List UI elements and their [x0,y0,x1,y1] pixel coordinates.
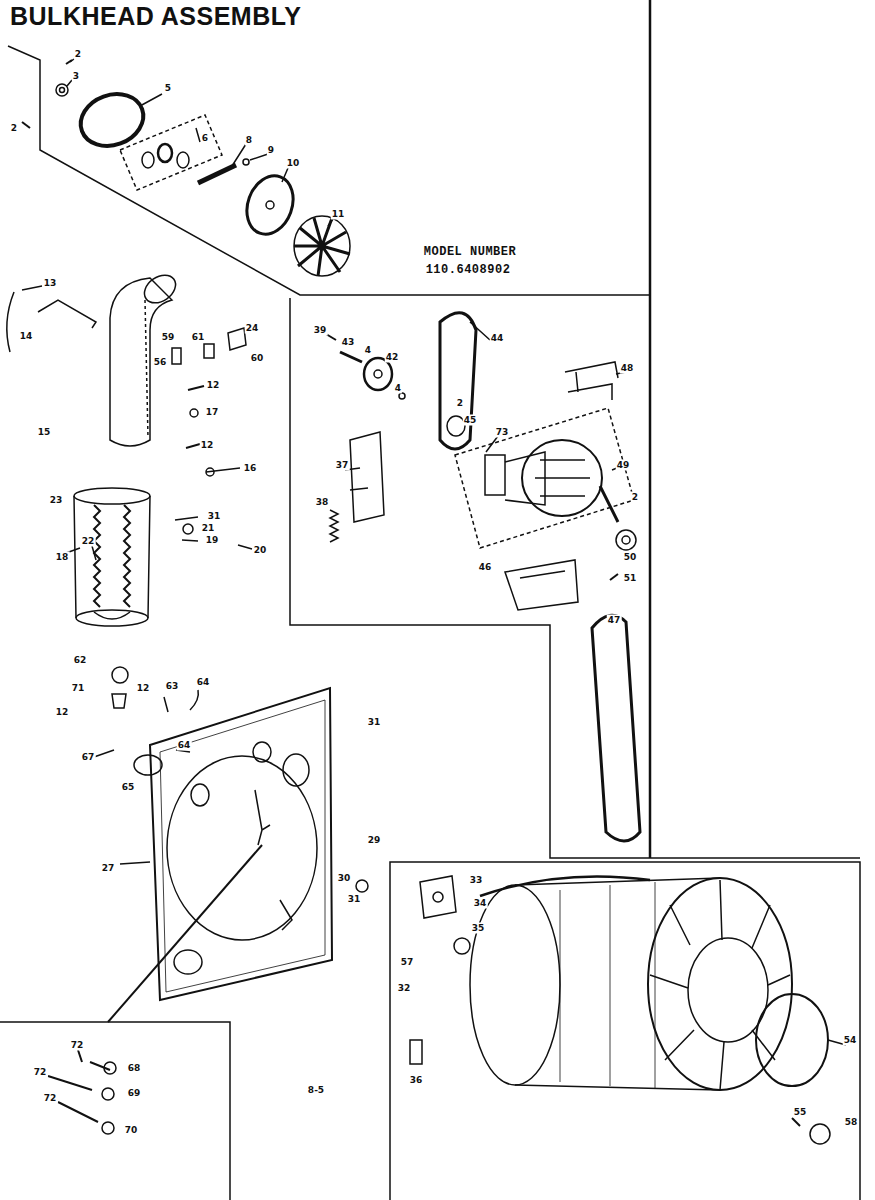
callout-number: 11 [331,209,346,220]
callout-number: 39 [313,325,328,336]
callout-number: 31 [207,511,222,522]
callout-number: 71 [71,683,86,694]
callout-number: 47 [607,615,622,626]
callout-number: 54 [843,1035,858,1046]
callout-number: 68 [127,1063,142,1074]
callout-number: 12 [200,440,215,451]
callout-number: 4 [394,383,402,394]
page-number: 8-5 [307,1085,325,1096]
callout-number: 16 [243,463,258,474]
callout-number: 19 [205,535,220,546]
callout-number: 18 [55,552,70,563]
callout-number: 2 [456,398,464,409]
callout-number: 5 [164,83,172,94]
callout-number: 12 [55,707,70,718]
callout-number: 31 [367,717,382,728]
callout-number: 2 [10,123,18,134]
callout-number: 30 [337,873,352,884]
callout-number: 22 [81,536,96,547]
callout-number: 51 [623,573,638,584]
callout-number: 36 [409,1075,424,1086]
callout-number: 14 [19,331,34,342]
callout-number: 72 [33,1067,48,1078]
callout-number: 6 [201,133,209,144]
callout-number: 64 [177,740,192,751]
callout-number: 65 [121,782,136,793]
callout-number: 29 [367,835,382,846]
callout-number: 37 [335,460,350,471]
callout-number: 49 [616,460,631,471]
model-number-text: 110.6408902 [425,263,512,277]
callout-number: 4 [364,345,372,356]
callout-number: 38 [315,497,330,508]
callout-number: 15 [37,427,52,438]
callout-number: 23 [49,495,64,506]
callout-number: 31 [347,894,362,905]
callout-number: 63 [165,681,180,692]
callout-number: 55 [793,1107,808,1118]
callout-number: 72 [70,1040,85,1051]
callout-number: 33 [469,875,484,886]
callout-number: 32 [397,983,412,994]
callout-number: 10 [286,158,301,169]
callout-number: 27 [101,863,116,874]
callout-number: 60 [250,353,265,364]
callout-number: 12 [136,683,151,694]
callout-number: 50 [623,552,638,563]
callout-number: 59 [161,332,176,343]
callout-number: 46 [478,562,493,573]
callout-number: 9 [267,145,275,156]
callout-number: 24 [245,323,260,334]
callout-number: 73 [495,427,510,438]
model-number-text: MODEL NUMBER [423,245,517,259]
callout-number: 69 [127,1088,142,1099]
callout-number: 44 [490,333,505,344]
callout-number: 43 [341,337,356,348]
callout-number: 2 [74,49,82,60]
callout-number: 12 [206,380,221,391]
callout-number: 58 [844,1117,859,1128]
callout-number: 72 [43,1093,58,1104]
callout-number: 67 [81,752,96,763]
callout-number: 17 [205,407,220,418]
callout-number: 45 [463,415,478,426]
callout-number: 34 [473,898,488,909]
diagram-title: BULKHEAD ASSEMBLY [10,2,301,31]
callout-number: 21 [201,523,216,534]
callout-number: 62 [73,655,88,666]
callout-number: 70 [124,1125,139,1136]
callout-number: 42 [385,352,400,363]
callout-number: 61 [191,332,206,343]
callout-number: 35 [471,923,486,934]
callout-number: 56 [153,357,168,368]
callout-number: 48 [620,363,635,374]
callout-number: 13 [43,278,58,289]
callout-number: 57 [400,957,415,968]
callout-number: 8 [245,135,253,146]
callout-number: 3 [72,71,80,82]
callout-number: 20 [253,545,268,556]
callout-number: 64 [196,677,211,688]
callout-number: 2 [631,492,639,503]
